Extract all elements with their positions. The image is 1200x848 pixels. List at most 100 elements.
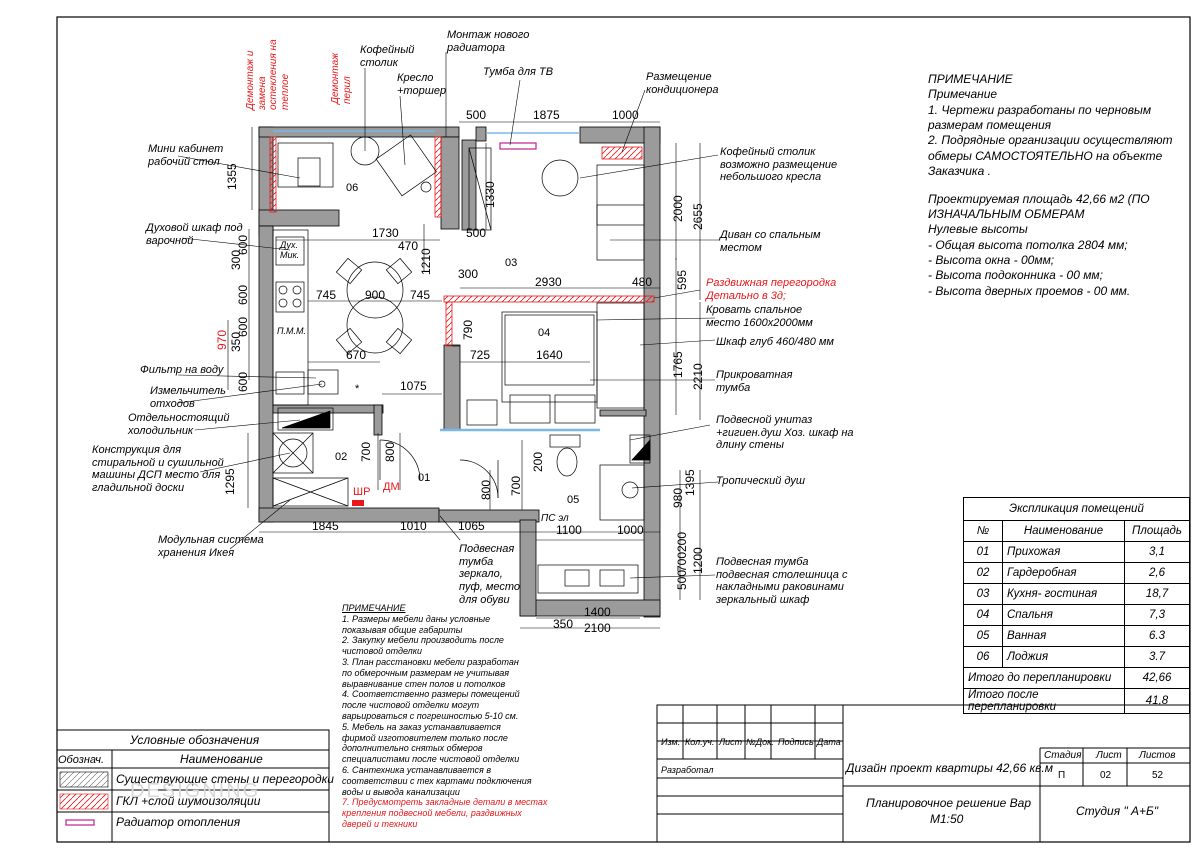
label-ps-el: ПС эл — [541, 513, 569, 524]
note-line: дополнительно снятых обмеров — [342, 743, 483, 754]
label-kreslo: Кресло +торшер — [397, 72, 447, 97]
room-01: 01 — [418, 472, 431, 484]
dim: 1010 — [400, 519, 427, 533]
note-line: показывая общие габариты — [342, 624, 463, 635]
area-line: ИЗНАЧАЛЬНЫМ ОБМЕРАМ — [928, 206, 1085, 221]
explication-table: Экспликация помещений № Наименование Пло… — [963, 497, 1190, 714]
dim: 1640 — [536, 348, 563, 362]
label-demontazh-peril: Демонтаж перил — [330, 52, 353, 104]
dim: 200 — [531, 451, 545, 472]
general-note-line: 2. Подрядные организации осуществляют — [928, 133, 1173, 148]
note-line-red: крепления подвесной мебели, раздвижных — [342, 808, 522, 819]
note-line-red: 7. Предусмотреть закладные детали в мест… — [342, 797, 548, 808]
dim: 670 — [346, 348, 367, 362]
title-block-lines — [656, 704, 1191, 843]
zero-height-item: - Высота дверных проемов - 00 мм. — [928, 283, 1131, 298]
note-line: фирмой изготовителем только после — [342, 732, 508, 743]
room-number: 03 — [963, 583, 1003, 605]
note-line: 4. Соответственно размеры помещений — [342, 689, 520, 700]
label-mini-kabinet: Мини кабинет рабочий стол — [148, 143, 224, 168]
label-modulnaya: Модульная система хранения Икея — [158, 534, 264, 559]
room-04: 04 — [538, 327, 551, 339]
tb-developer: Разработал — [661, 765, 714, 775]
tb-drawing-title: Планировочное решение Вар — [866, 796, 1032, 810]
label-prikrovatnaya: Прикроватная тумба — [716, 369, 793, 394]
dim: 1065 — [458, 519, 485, 533]
label-divan: Диван со спальным местом — [720, 229, 821, 254]
room-02: 02 — [335, 451, 348, 463]
room-name: Прихожая — [1002, 541, 1125, 563]
note-line: 2. Закупку мебели производить после — [342, 635, 504, 646]
general-note-line: обмеры САМОСТОЯТЕЛЬНО на объекте — [928, 148, 1163, 163]
dim: 480 — [632, 275, 653, 289]
general-notes-title: ПРИМЕЧАНИЕ — [928, 72, 1013, 86]
dim: 1330 — [483, 181, 497, 208]
tb-sheet: 02 — [1100, 770, 1112, 781]
general-notes: ПРИМЕЧАНИЕ Примечание 1. Чертежи разрабо… — [928, 72, 1188, 299]
dim: 200 — [675, 531, 689, 552]
tb-col: Кол.уч. — [685, 737, 715, 747]
zero-height-item: - Высота окна - 00мм; — [928, 252, 1055, 267]
dim: 1395 — [683, 469, 697, 496]
legend-item: Существующие стены и перегородки — [116, 772, 334, 786]
note-line: воды и вывода канализации — [342, 786, 460, 797]
explication-header-n: № — [963, 520, 1003, 542]
label-star: * — [355, 383, 360, 395]
area-line: Проектируемая площадь 42,66 м2 (ПО — [928, 191, 1150, 206]
note-line: 1. Размеры мебели даны условные — [342, 613, 491, 624]
dim: 1355 — [225, 163, 239, 190]
note-line: чистовой отделки — [342, 646, 422, 657]
dim: 1730 — [372, 226, 399, 240]
legend-col2: Наименование — [180, 752, 263, 766]
tb-scale: М1:50 — [930, 812, 964, 826]
dim: 1845 — [312, 519, 339, 533]
tb-sheets-label: Листов — [1139, 750, 1176, 761]
general-notes-subtitle: Примечание — [928, 87, 998, 102]
room-number: 01 — [963, 541, 1003, 563]
label-dukhovoy-shkaf: Духовой шкаф под варочной — [146, 222, 243, 247]
dim: 980 — [671, 487, 685, 508]
legend-gkl-swatch — [59, 793, 109, 810]
note-line: 6. Сантехника устанавливается в — [342, 764, 492, 775]
dim: 600 — [236, 316, 250, 337]
outlet-mark — [352, 500, 364, 506]
total-after-label: Итого после перепланировки — [963, 688, 1125, 714]
legend-walls-swatch — [59, 771, 109, 788]
dim: 300 — [458, 267, 479, 281]
dim: 1200 — [691, 547, 705, 574]
legend-col1: Обознач. — [58, 754, 105, 766]
label-dm: ДМ — [383, 481, 400, 493]
dim: 970 — [215, 329, 229, 350]
label-konstrukciya: Конструкция для стиральной и сушильной м… — [92, 444, 224, 494]
dim: 2000 — [671, 195, 685, 222]
room-name: Спальня — [1002, 604, 1125, 626]
total-after-value: 41,8 — [1124, 688, 1190, 714]
dim: 725 — [470, 348, 491, 362]
dim: 700 — [509, 475, 523, 496]
room-number: 02 — [963, 562, 1003, 584]
dim: 800 — [383, 441, 397, 462]
dim: 1875 — [533, 108, 560, 122]
dim: 1400 — [584, 605, 611, 619]
dim: 800 — [479, 479, 493, 500]
furniture — [272, 134, 651, 594]
existing-walls — [258, 126, 661, 618]
small-notes-title: ПРИМЕЧАНИЕ — [342, 603, 406, 613]
dim: 2100 — [584, 621, 611, 635]
room-area: 18,7 — [1124, 583, 1190, 605]
dim: 1295 — [223, 468, 237, 495]
radiator — [499, 142, 537, 150]
label-holodilnik: Отдельностоящий холодильник — [128, 412, 230, 437]
sheet-frame — [56, 16, 1191, 843]
dim: 470 — [398, 239, 419, 253]
legend-box-lines — [56, 729, 330, 843]
dim: 745 — [316, 288, 337, 302]
dim: 600 — [236, 284, 250, 305]
note-line: 3. План расстановки мебели разработан — [342, 656, 519, 667]
label-krovat: Кровать спальное место 1600х2000мм — [706, 304, 813, 329]
zero-height-item: - Общая высота потолка 2804 мм; — [928, 237, 1128, 252]
legend-radiator-swatch — [65, 819, 95, 826]
